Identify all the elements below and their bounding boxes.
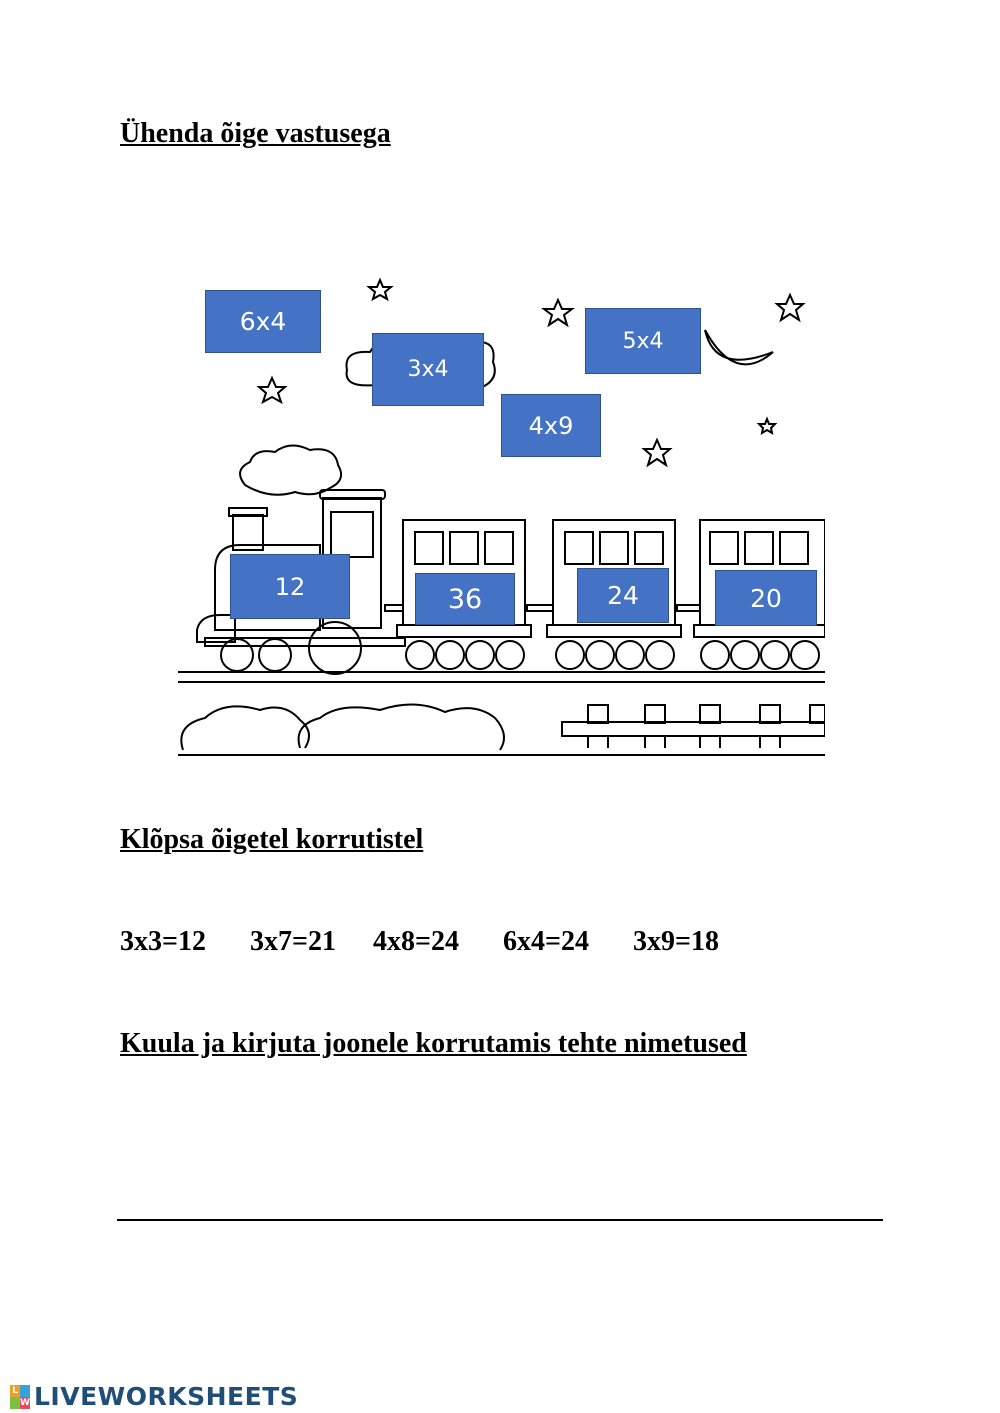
task-box-4x9[interactable]: 4x9 [501, 394, 601, 457]
star-icon [366, 277, 394, 302]
equation-option[interactable]: 4x8=24 [373, 926, 459, 957]
answer-box-12[interactable]: 12 [230, 554, 350, 619]
logo-text: LIVEWORKSHEETS [34, 1382, 299, 1411]
logo-mark-letter: W [20, 1396, 30, 1409]
task-box-6x4[interactable]: 6x4 [205, 290, 321, 353]
equation-option[interactable]: 3x7=21 [250, 926, 336, 957]
task-box-5x4[interactable]: 5x4 [585, 308, 701, 374]
equation-option[interactable]: 6x4=24 [503, 926, 589, 957]
train-scene: 6x4 3x4 4x9 5x4 12 36 24 20 [175, 270, 825, 760]
equation-option[interactable]: 3x3=12 [120, 926, 206, 957]
answer-box-36[interactable]: 36 [415, 573, 515, 625]
equation-option[interactable]: 3x9=18 [633, 926, 719, 957]
task-box-3x4[interactable]: 3x4 [372, 333, 484, 406]
logo-mark-letter: L [10, 1384, 20, 1397]
train-illustration [178, 277, 825, 756]
star-icon [641, 437, 673, 468]
answer-box-20[interactable]: 20 [715, 570, 817, 626]
cloud-icon [180, 705, 310, 751]
answer-box-24[interactable]: 24 [577, 568, 669, 623]
answer-line[interactable] [117, 1219, 883, 1221]
heading-click: Klõpsa õigetel korrutistel [120, 824, 424, 855]
star-icon [541, 297, 575, 328]
star-icon [774, 292, 806, 323]
heading-connect: Ühenda õige vastusega [120, 118, 391, 149]
cloud-icon [297, 703, 505, 751]
logo-mark: L W [10, 1384, 30, 1409]
heading-listen: Kuula ja kirjuta joonele korrutamis teht… [120, 1028, 747, 1059]
cloud-icon [239, 444, 343, 496]
liveworksheets-logo: L W LIVEWORKSHEETS [10, 1382, 298, 1411]
star-icon [756, 416, 778, 436]
moon-icon [704, 329, 774, 366]
star-icon [256, 375, 288, 405]
